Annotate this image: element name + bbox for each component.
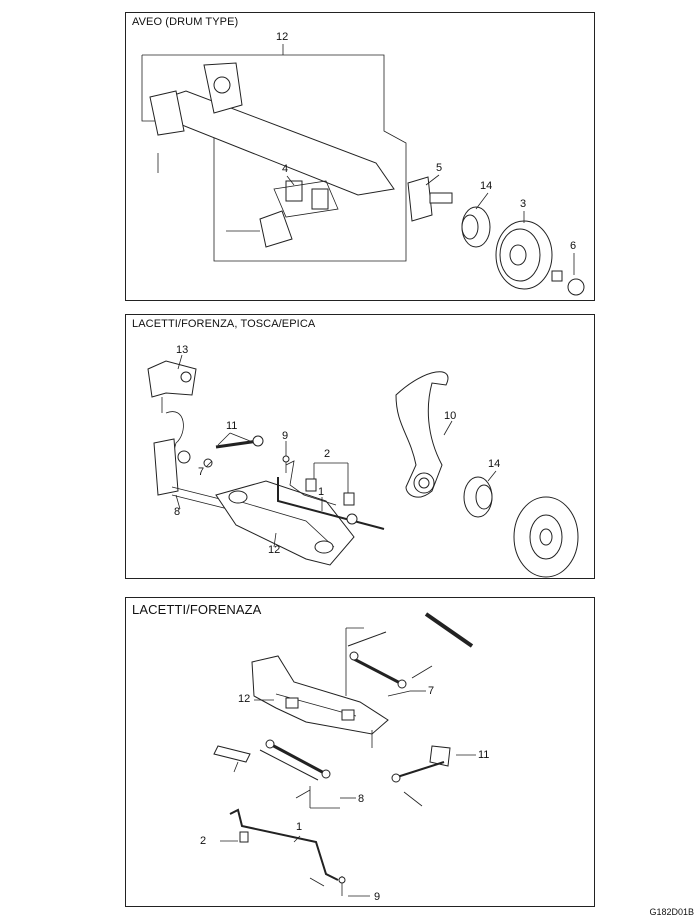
callout-4: 4 xyxy=(282,163,289,175)
panel-title: LACETTI/FORENAZA xyxy=(132,602,262,617)
callout-10: 10 xyxy=(444,410,457,422)
callout-12: 12 xyxy=(268,544,281,556)
panel-title: LACETTI/FORENZA, TOSCA/EPICA xyxy=(132,318,316,330)
callout-13: 13 xyxy=(176,344,189,356)
callout-11: 11 xyxy=(226,420,238,432)
callout-12: 12 xyxy=(238,693,251,705)
callout-8: 8 xyxy=(358,793,365,805)
panel-lacetti-forenaza: LACETTI/FORENAZA xyxy=(125,597,595,907)
callout-5: 5 xyxy=(436,162,443,174)
lacetti-tosca-rear-suspension-illustration xyxy=(147,354,579,578)
callout-7: 7 xyxy=(428,685,435,697)
panel-lacetti-forenza-tosca-epica: LACETTI/FORENZA, TOSCA/EPICA xyxy=(125,314,595,579)
callout-14: 14 xyxy=(480,180,493,192)
callout-3: 3 xyxy=(520,198,527,210)
callout-1: 1 xyxy=(318,486,325,498)
callout-14: 14 xyxy=(488,458,501,470)
panel-aveo: AVEO (DRUM TYPE) xyxy=(125,12,595,301)
callout-2: 2 xyxy=(324,448,331,460)
callout-1: 1 xyxy=(296,821,303,833)
callout-7: 7 xyxy=(198,466,205,478)
figure-code: G182D01B xyxy=(649,907,694,917)
panel-title: AVEO (DRUM TYPE) xyxy=(132,16,239,28)
callout-11: 11 xyxy=(478,749,490,761)
callout-8: 8 xyxy=(174,506,181,518)
aveo-rear-axle-illustration xyxy=(141,44,585,296)
callout-9: 9 xyxy=(374,891,381,903)
callout-9: 9 xyxy=(282,430,289,442)
callout-6: 6 xyxy=(570,240,577,252)
callout-12: 12 xyxy=(276,31,289,43)
lacetti-forenaza-rear-suspension-illustration xyxy=(213,612,476,897)
callout-2: 2 xyxy=(200,835,207,847)
